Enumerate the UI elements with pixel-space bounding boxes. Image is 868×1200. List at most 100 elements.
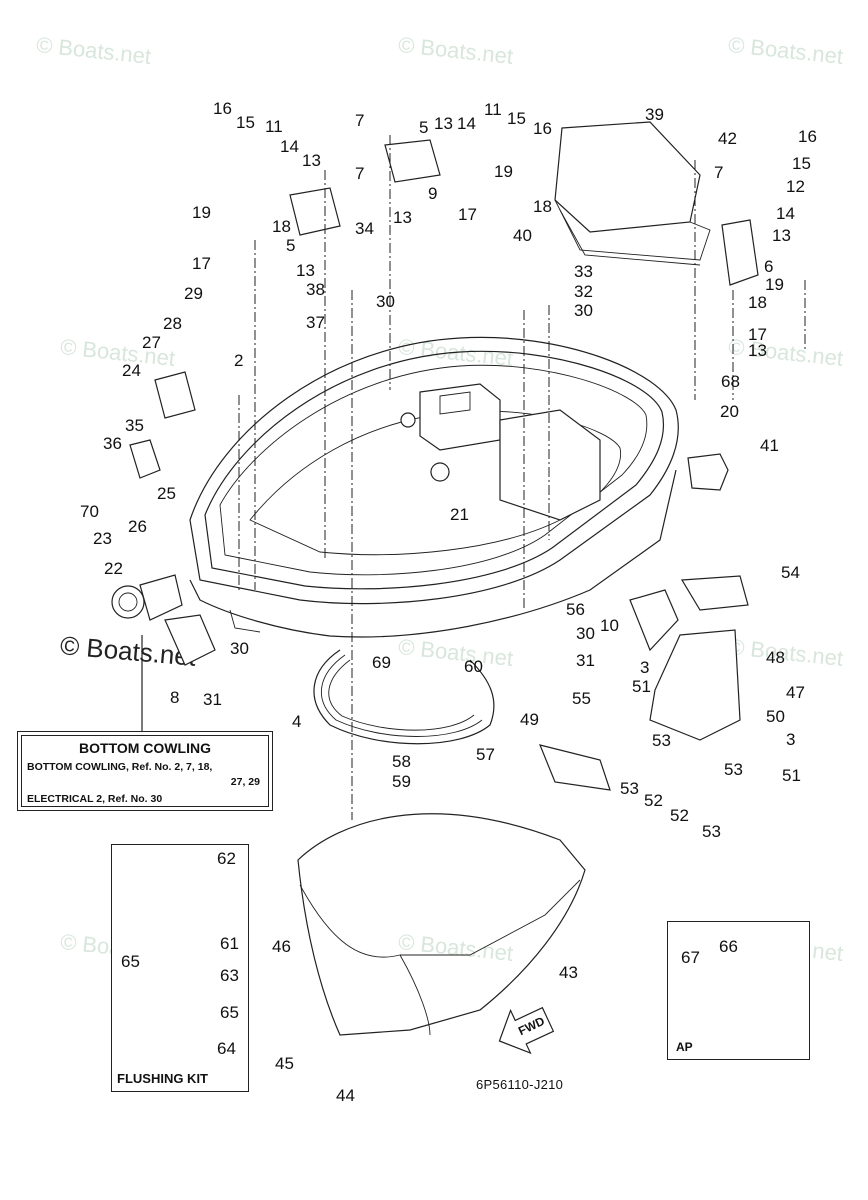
callout-30: 30 [574, 301, 593, 320]
callout-31: 31 [203, 690, 222, 709]
callout-10: 10 [600, 616, 619, 635]
callout-30: 30 [230, 639, 249, 658]
callout-53: 53 [702, 822, 721, 841]
part-22 [111, 585, 145, 619]
callout-11: 11 [265, 117, 283, 136]
callout-13: 13 [434, 114, 453, 133]
callout-51: 51 [782, 766, 801, 785]
callout-5: 5 [419, 118, 429, 137]
callout-13: 13 [296, 261, 315, 280]
callout-45: 45 [275, 1054, 294, 1073]
callout-50: 50 [766, 707, 785, 726]
part-49 [539, 744, 611, 791]
callout-54: 54 [781, 563, 800, 582]
callout-55: 55 [572, 689, 591, 708]
callout-5: 5 [286, 236, 296, 255]
callout-58: 58 [392, 752, 411, 771]
callout-40: 40 [513, 226, 532, 245]
callout-7: 7 [355, 111, 365, 130]
callout-7: 7 [714, 163, 724, 182]
callout-13: 13 [772, 226, 791, 245]
callout-48: 48 [766, 648, 785, 667]
callout-15: 15 [507, 109, 526, 128]
callout-13: 13 [393, 208, 412, 227]
part-35 [129, 439, 161, 479]
part-50 [649, 629, 741, 741]
part-5-housing [384, 139, 441, 183]
callout-2: 2 [234, 351, 244, 370]
callout-65: 65 [220, 1003, 239, 1022]
callout-14: 14 [280, 137, 299, 156]
part-39-cover [554, 121, 701, 233]
callout-33: 33 [574, 262, 593, 281]
part-bracket-block [419, 383, 501, 451]
callout-46: 46 [272, 937, 291, 956]
part-41 [687, 453, 729, 491]
callout-15: 15 [236, 113, 255, 132]
callout-8: 8 [170, 688, 180, 707]
callout-18: 18 [748, 293, 767, 312]
callout-22: 22 [104, 559, 123, 578]
part-8 [164, 614, 216, 666]
callout-16: 16 [533, 119, 552, 138]
ap-label: AP [676, 1040, 693, 1054]
callout-17: 17 [458, 205, 477, 224]
callout-18: 18 [533, 197, 552, 216]
callout-41: 41 [760, 436, 779, 455]
callout-65: 65 [121, 952, 140, 971]
part-6-housing [721, 219, 759, 286]
callout-19: 19 [192, 203, 211, 222]
callout-16: 16 [798, 127, 817, 146]
callout-63: 63 [220, 966, 239, 985]
callout-34: 34 [355, 219, 374, 238]
legend-line-2: 27, 29 [230, 776, 260, 788]
callout-51: 51 [632, 677, 651, 696]
cowling-rim-inner [204, 350, 665, 590]
cowling-rim-outer [189, 336, 679, 605]
callout-57: 57 [476, 745, 495, 764]
callout-44: 44 [336, 1086, 355, 1105]
callout-3: 3 [640, 658, 650, 677]
part-24 [154, 371, 196, 419]
callout-19: 19 [494, 162, 513, 181]
callout-52: 52 [644, 791, 663, 810]
callout-53: 53 [620, 779, 639, 798]
callout-16: 16 [213, 99, 232, 118]
cowling-skirt [189, 469, 677, 638]
callout-61: 61 [220, 934, 239, 953]
callout-29: 29 [184, 284, 203, 303]
callout-36: 36 [103, 434, 122, 453]
callout-3: 3 [786, 730, 796, 749]
callout-56: 56 [566, 600, 585, 619]
callout-14: 14 [776, 204, 795, 223]
callout-67: 67 [681, 948, 700, 967]
callout-13: 13 [748, 341, 767, 360]
flushing-kit-label: FLUSHING KIT [117, 1071, 208, 1086]
callout-49: 49 [520, 710, 539, 729]
callout-24: 24 [122, 361, 141, 380]
callout-19: 19 [765, 275, 784, 294]
part-10 [629, 589, 679, 652]
callout-28: 28 [163, 314, 182, 333]
callout-62: 62 [217, 849, 236, 868]
callout-66: 66 [719, 937, 738, 956]
callout-69: 69 [372, 653, 391, 672]
callout-37: 37 [306, 313, 325, 332]
callout-14: 14 [457, 114, 476, 133]
fwd-arrow-icon [498, 1006, 555, 1055]
callout-4: 4 [292, 712, 302, 731]
callout-26: 26 [128, 517, 147, 536]
callout-52: 52 [670, 806, 689, 825]
callout-21: 21 [450, 505, 469, 524]
part-40-gasket [554, 199, 711, 261]
callout-20: 20 [720, 402, 739, 421]
callout-59: 59 [392, 772, 411, 791]
legend-line-1: BOTTOM COWLING, Ref. No. 2, 7, 18, [27, 761, 213, 773]
callout-42: 42 [718, 129, 737, 148]
legend-box: BOTTOM COWLING BOTTOM COWLING, Ref. No. … [17, 731, 273, 811]
callout-47: 47 [786, 683, 805, 702]
callout-70: 70 [80, 502, 99, 521]
flushing-kit-box: FLUSHING KIT [111, 844, 249, 1092]
callout-7: 7 [355, 164, 365, 183]
